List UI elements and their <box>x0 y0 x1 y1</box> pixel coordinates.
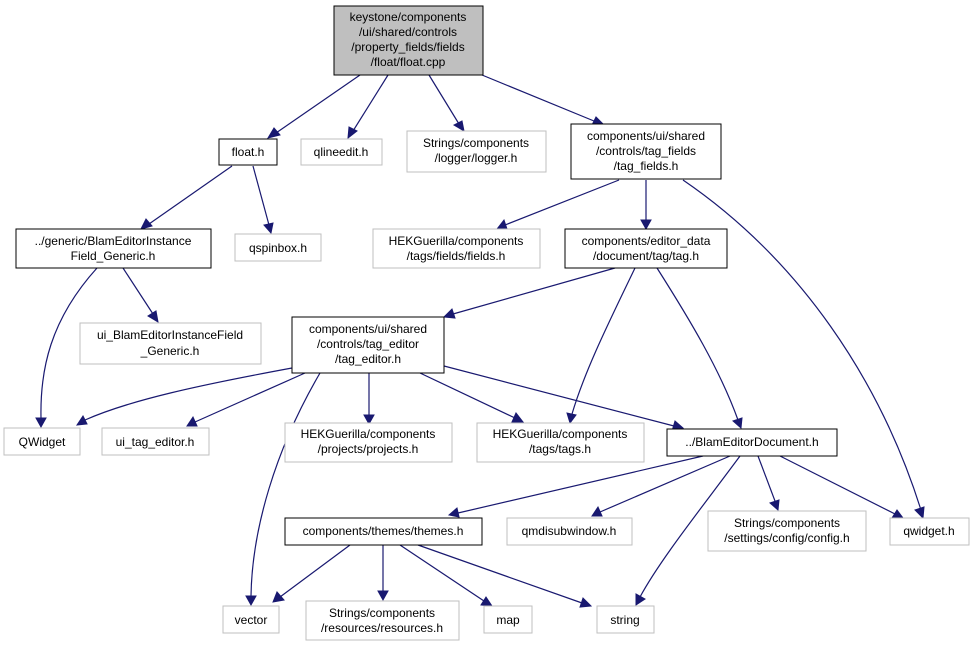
svg-text:/tag_fields.h: /tag_fields.h <box>614 159 679 173</box>
edge-tag-fields-h-to-fields-h <box>495 179 620 230</box>
svg-text:/ui/shared/controls: /ui/shared/controls <box>359 25 457 39</box>
svg-text:vector: vector <box>235 613 268 627</box>
svg-text:qwidget.h: qwidget.h <box>903 524 954 538</box>
edge-blam-doc-h-to-qmdisubwindow-h <box>591 455 731 517</box>
svg-text:components/ui/shared: components/ui/shared <box>309 322 427 336</box>
edge-tag-h-to-blam-doc-h <box>656 267 743 430</box>
svg-text:/resources/resources.h: /resources/resources.h <box>321 621 443 635</box>
edge-tag-editor-h-to-projects-h <box>363 373 375 426</box>
edge-root-to-logger-h <box>428 74 465 133</box>
svg-text:/tags/tags.h: /tags/tags.h <box>529 442 591 456</box>
node-qlineedit-h: qlineedit.h <box>300 138 383 166</box>
edge-tag-fields-h-to-qwidget-h <box>682 179 925 520</box>
edge-blam-doc-h-to-string <box>635 455 741 606</box>
node-string: string <box>596 605 655 634</box>
node-resources-h: Strings/components /resources/resources.… <box>305 600 460 641</box>
node-tag-h[interactable]: components/editor_data /document/tag/tag… <box>564 228 728 269</box>
node-vector: vector <box>222 605 280 634</box>
node-qwidget-h: qwidget.h <box>889 517 970 546</box>
edge-field-generic-h-to-qwidget <box>35 267 98 429</box>
edge-blam-doc-h-to-themes-h <box>447 455 704 518</box>
svg-text:float.h: float.h <box>232 145 265 159</box>
svg-text:/document/tag/tag.h: /document/tag/tag.h <box>593 249 699 263</box>
node-float-cpp[interactable]: keystone/components /ui/shared/controls … <box>333 5 484 76</box>
node-ui-field-generic-h: ui_BlamEditorInstanceField _Generic.h <box>79 322 262 365</box>
edge-tag-h-to-tag-editor-h <box>442 267 616 319</box>
edge-float-h-to-qspinbox-h <box>252 165 274 235</box>
svg-text:QWidget: QWidget <box>19 435 66 449</box>
svg-text:HEKGuerilla/components: HEKGuerilla/components <box>301 427 436 441</box>
svg-text:HEKGuerilla/components: HEKGuerilla/components <box>493 427 628 441</box>
svg-text:/projects/projects.h: /projects/projects.h <box>318 442 419 456</box>
edge-root-to-tag-fields-h <box>481 74 605 126</box>
svg-text:components/themes/themes.h: components/themes/themes.h <box>303 524 464 538</box>
svg-text:/controls/tag_fields: /controls/tag_fields <box>596 144 696 158</box>
edge-tag-fields-h-to-tag-h <box>640 180 652 231</box>
node-themes-h[interactable]: components/themes/themes.h <box>284 517 483 546</box>
svg-text:/settings/config/config.h: /settings/config/config.h <box>724 531 849 545</box>
edge-root-to-float-h <box>266 74 361 139</box>
node-map: map <box>483 605 533 634</box>
svg-text:qlineedit.h: qlineedit.h <box>314 145 369 159</box>
edge-tag-editor-h-to-tags-h <box>419 372 525 423</box>
svg-text:Strings/components: Strings/components <box>423 136 529 150</box>
edge-themes-h-to-resources-h <box>377 545 389 602</box>
svg-text:/logger/logger.h: /logger/logger.h <box>435 151 518 165</box>
svg-text:/float/float.cpp: /float/float.cpp <box>371 55 446 69</box>
node-projects-h: HEKGuerilla/components /projects/project… <box>284 422 453 463</box>
edge-tag-editor-h-to-vector <box>245 372 321 607</box>
svg-text:qspinbox.h: qspinbox.h <box>249 241 307 255</box>
edge-blam-doc-h-to-config-h <box>757 455 780 512</box>
svg-text:components/editor_data: components/editor_data <box>582 234 711 248</box>
svg-text:ui_BlamEditorInstanceField: ui_BlamEditorInstanceField <box>97 328 243 342</box>
svg-text:/property_fields/fields: /property_fields/fields <box>351 40 464 54</box>
node-tag-fields-h[interactable]: components/ui/shared /controls/tag_field… <box>570 123 722 180</box>
node-ui-tag-editor-h: ui_tag_editor.h <box>101 427 210 456</box>
svg-text:qmdisubwindow.h: qmdisubwindow.h <box>522 524 617 538</box>
svg-text:../BlamEditorDocument.h: ../BlamEditorDocument.h <box>685 435 818 449</box>
node-tags-h: HEKGuerilla/components /tags/tags.h <box>476 422 645 463</box>
edge-tag-h-to-tags-h <box>566 267 636 425</box>
svg-text:_Generic.h: _Generic.h <box>140 344 200 358</box>
svg-text:keystone/components: keystone/components <box>350 10 467 24</box>
svg-text:HEKGuerilla/components: HEKGuerilla/components <box>389 234 524 248</box>
node-qmdisubwindow-h: qmdisubwindow.h <box>506 517 633 546</box>
svg-text:Strings/components: Strings/components <box>329 606 435 620</box>
node-tag-editor-h[interactable]: components/ui/shared /controls/tag_edito… <box>291 316 445 374</box>
svg-text:string: string <box>610 613 639 627</box>
node-logger-h: Strings/components /logger/logger.h <box>406 130 547 173</box>
edge-themes-h-to-vector <box>272 544 351 603</box>
edge-root-to-qlineedit-h <box>347 74 389 140</box>
edge-tag-editor-h-to-blam-doc-h <box>443 365 685 432</box>
edge-blam-doc-h-to-qwidget-h <box>779 455 904 519</box>
svg-text:map: map <box>496 613 520 627</box>
svg-text:/controls/tag_editor: /controls/tag_editor <box>317 337 419 351</box>
node-qspinbox-h: qspinbox.h <box>234 233 322 262</box>
svg-text:ui_tag_editor.h: ui_tag_editor.h <box>116 435 195 449</box>
svg-text:components/ui/shared: components/ui/shared <box>587 129 705 143</box>
node-qwidget-capital: QWidget <box>3 427 81 456</box>
node-field-generic-h[interactable]: ../generic/BlamEditorInstance Field_Gene… <box>15 228 212 269</box>
node-blam-editor-document-h[interactable]: ../BlamEditorDocument.h <box>666 428 838 457</box>
edge-tag-editor-h-to-qwidget <box>75 367 293 426</box>
svg-text:Field_Generic.h: Field_Generic.h <box>71 249 156 263</box>
node-config-h: Strings/components /settings/config/conf… <box>707 510 867 552</box>
svg-text:../generic/BlamEditorInstance: ../generic/BlamEditorInstance <box>35 234 192 248</box>
node-float-h[interactable]: float.h <box>218 138 278 166</box>
svg-text:/tag_editor.h: /tag_editor.h <box>335 352 401 366</box>
edge-themes-h-to-map <box>399 544 493 607</box>
edge-field-generic-h-to-ui-field-generic-h <box>122 267 159 323</box>
svg-text:Strings/components: Strings/components <box>734 516 840 530</box>
edge-float-h-to-field-generic-h <box>140 165 233 230</box>
svg-text:/tags/fields/fields.h: /tags/fields/fields.h <box>407 249 506 263</box>
node-fields-h: HEKGuerilla/components /tags/fields/fiel… <box>372 228 541 269</box>
edge-themes-h-to-string <box>417 544 593 608</box>
edge-tag-editor-h-to-ui-tag-editor-h <box>186 372 306 427</box>
